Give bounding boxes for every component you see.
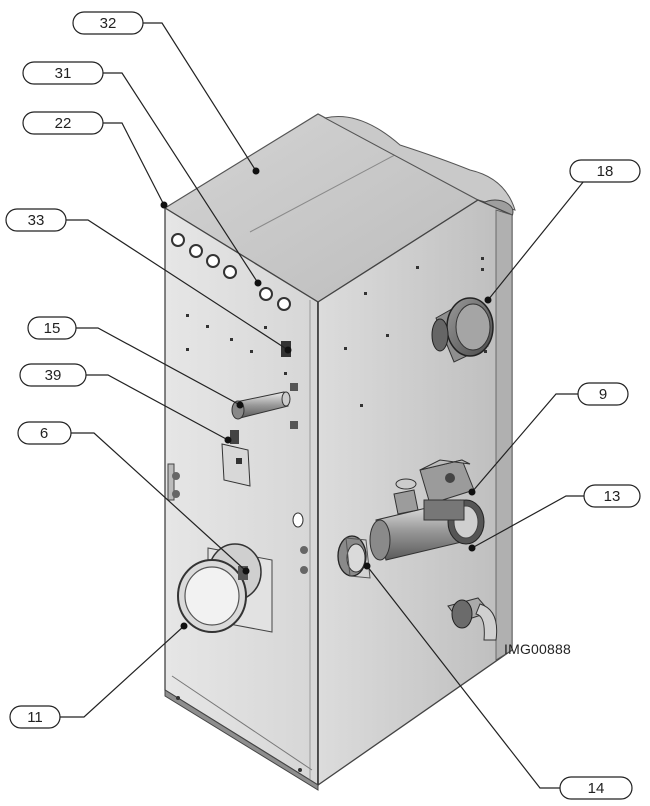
callout-39: 39	[19, 363, 87, 387]
image-reference-code: IMG00888	[504, 641, 571, 657]
rear-flue-cover	[323, 116, 516, 211]
grommet	[223, 265, 237, 279]
callout-33: 33	[5, 208, 67, 232]
svg-text:33: 33	[28, 212, 45, 229]
grommet	[277, 297, 291, 311]
callout-13: 13	[583, 484, 641, 508]
front-panel-details	[167, 233, 308, 772]
leader-lines	[60, 22, 594, 789]
svg-text:32: 32	[100, 15, 117, 32]
return-fitting	[337, 535, 371, 579]
callout-bubbles: 32 31 22 33 15 39 6 11	[5, 11, 641, 800]
flue-outlet	[431, 297, 494, 363]
callout-22: 22	[22, 111, 104, 135]
ignition-module	[221, 430, 251, 487]
air-intake-adapter	[177, 543, 273, 633]
svg-text:18: 18	[597, 163, 614, 180]
grommet	[171, 233, 185, 247]
leader-dots	[160, 167, 492, 630]
callout-9: 9	[577, 382, 629, 406]
svg-text:31: 31	[55, 65, 72, 82]
gas-valve-assembly	[369, 459, 498, 641]
base-plinth	[164, 689, 319, 791]
callout-31: 31	[22, 61, 104, 85]
callout-11: 11	[9, 705, 61, 729]
front-panel	[164, 206, 319, 787]
callout-14: 14	[559, 776, 633, 800]
grommet	[259, 287, 273, 301]
callout-18: 18	[569, 159, 641, 183]
svg-text:14: 14	[588, 780, 605, 797]
grommet	[206, 254, 220, 268]
side-panel-details	[337, 257, 498, 641]
callout-15: 15	[27, 316, 77, 340]
svg-text:15: 15	[44, 320, 61, 337]
svg-text:9: 9	[599, 386, 607, 403]
svg-text:39: 39	[45, 367, 62, 384]
svg-text:6: 6	[40, 425, 48, 442]
svg-text:22: 22	[55, 115, 72, 132]
svg-text:11: 11	[27, 709, 43, 726]
side-edge-strip	[495, 209, 513, 661]
top-panel-seam	[249, 147, 409, 233]
callout-6: 6	[17, 421, 72, 445]
callout-32: 32	[72, 11, 144, 35]
svg-text:13: 13	[604, 488, 621, 505]
grommet	[189, 244, 203, 258]
